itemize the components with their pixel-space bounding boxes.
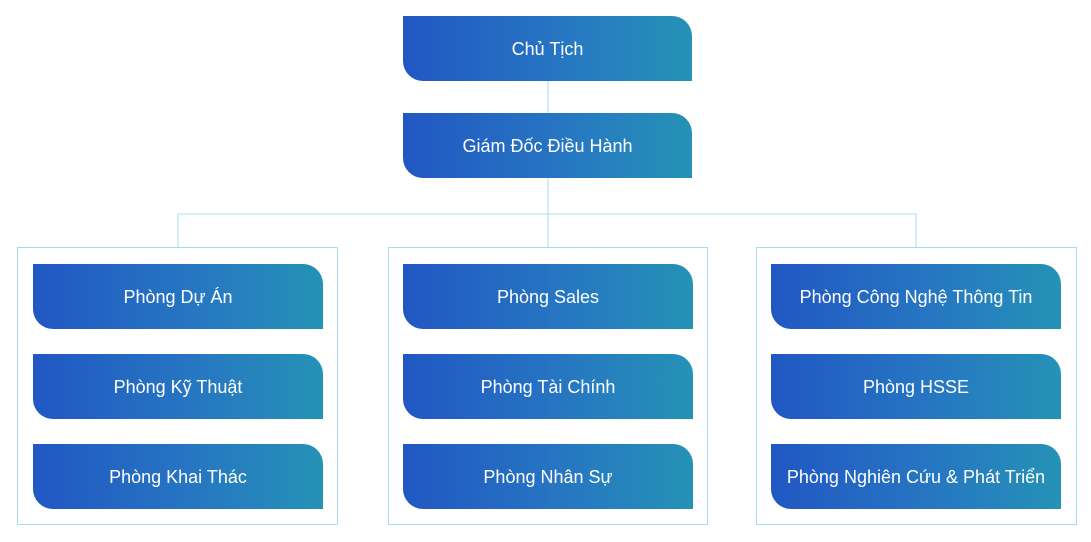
- chairman-label: Chủ Tịch: [511, 38, 584, 59]
- department-box-hr: Phòng Nhân Sự: [403, 444, 693, 509]
- department-box-hsse: Phòng HSSE: [771, 354, 1061, 419]
- department-label: Phòng Tài Chính: [480, 376, 616, 397]
- ceo-box: Giám Đốc Điều Hành: [403, 113, 692, 178]
- department-label: Phòng Khai Thác: [109, 466, 247, 487]
- department-label: Phòng HSSE: [862, 376, 970, 397]
- department-box-project: Phòng Dự Án: [33, 264, 323, 329]
- department-label: Phòng Sales: [496, 286, 600, 307]
- department-label: Phòng Dự Án: [123, 286, 233, 307]
- department-box-rnd: Phòng Nghiên Cứu & Phát Triển: [771, 444, 1061, 509]
- department-group-1: [17, 247, 338, 525]
- chairman-box: Chủ Tịch: [403, 16, 692, 81]
- department-box-it: Phòng Công Nghệ Thông Tin: [771, 264, 1061, 329]
- department-box-finance: Phòng Tài Chính: [403, 354, 693, 419]
- department-label: Phòng Kỹ Thuật: [113, 376, 243, 397]
- department-label: Phòng Nhân Sự: [483, 466, 613, 487]
- department-box-sales: Phòng Sales: [403, 264, 693, 329]
- department-box-operations: Phòng Khai Thác: [33, 444, 323, 509]
- department-box-engineering: Phòng Kỹ Thuật: [33, 354, 323, 419]
- department-group-2: [388, 247, 708, 525]
- ceo-label: Giám Đốc Điều Hành: [462, 135, 633, 156]
- department-label: Phòng Công Nghệ Thông Tin: [799, 286, 1033, 307]
- department-group-3: [756, 247, 1077, 525]
- department-label: Phòng Nghiên Cứu & Phát Triển: [786, 466, 1046, 487]
